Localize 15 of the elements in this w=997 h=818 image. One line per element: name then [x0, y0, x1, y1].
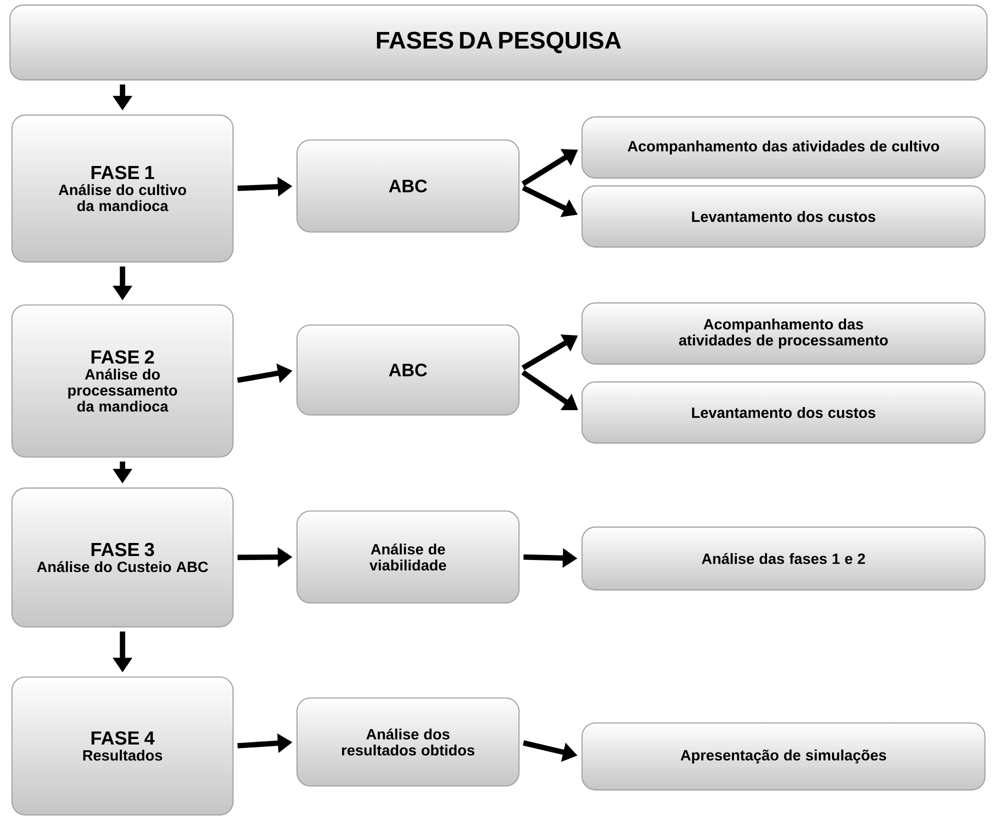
process-box: Levantamento dos custos — [582, 381, 986, 444]
process-box: Levantamento dos custos — [582, 185, 986, 248]
phase-box: FASE 4 Resultados — [11, 676, 234, 816]
process-box: ABC — [296, 324, 520, 416]
phase-box: FASE 2 Análise do processamento da mandioca — [11, 304, 234, 458]
phase-box: FASE 3 Análise do Custeio ABC — [11, 488, 234, 628]
title-box: FASES DA PESQUISA — [9, 4, 988, 80]
process-box: Acompanhamento das atividades de cultivo — [582, 116, 986, 179]
process-box: ABC — [296, 139, 520, 233]
process-box: Análise dos resultados obtidos — [296, 697, 520, 787]
process-box: Análise de viabilidade — [296, 510, 520, 604]
phase-box: FASE 1 Análise do cultivo da mandioca — [11, 114, 234, 262]
process-box: Acompanhamento das atividades de processamento — [582, 302, 986, 365]
process-box: Análise das fases 1 e 2 — [582, 526, 986, 590]
process-box: Apresentação de simulações — [582, 722, 986, 790]
